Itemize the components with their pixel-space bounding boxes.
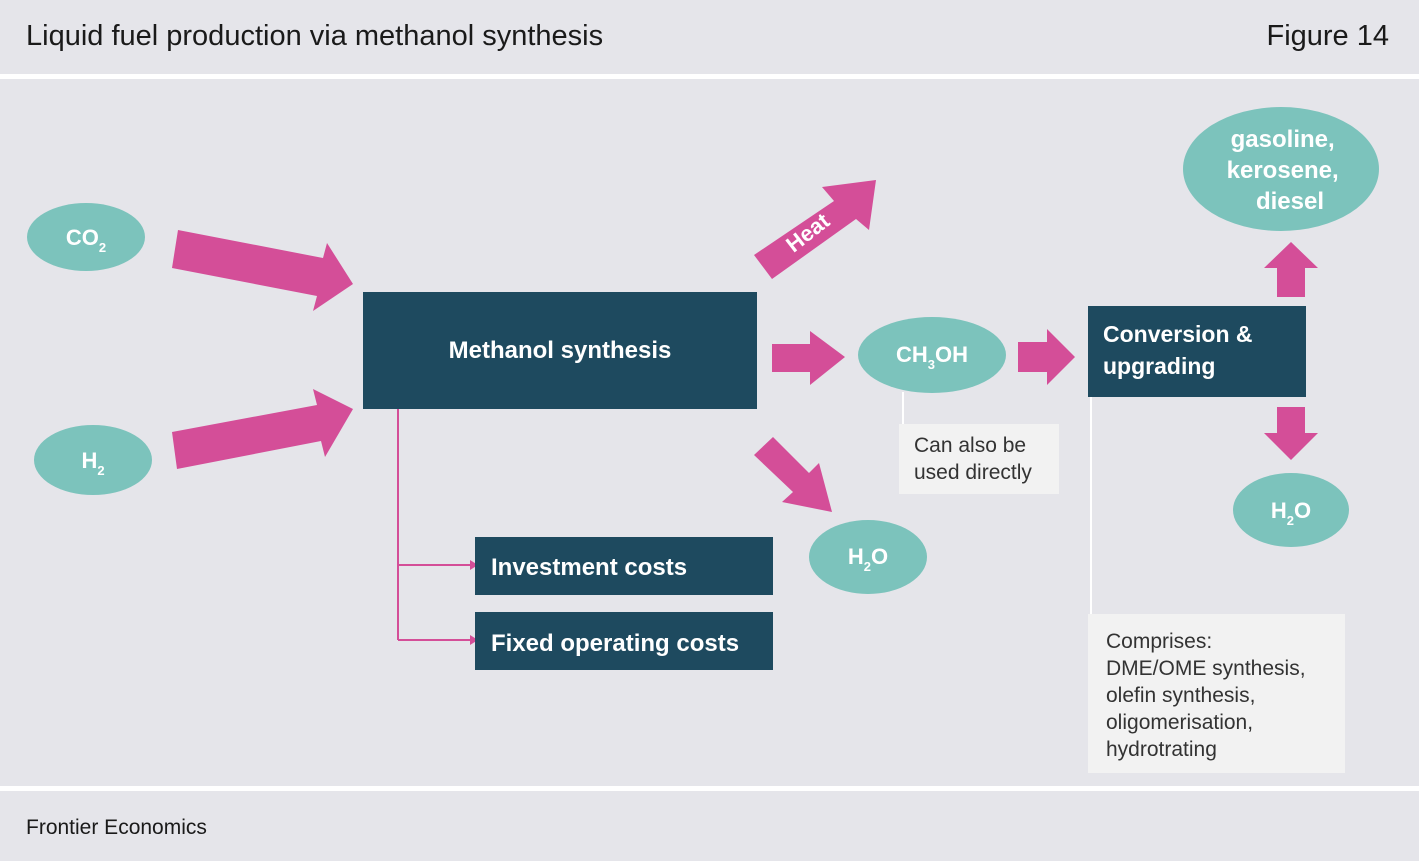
co2-node (27, 203, 145, 271)
cost-connectors (397, 408, 470, 641)
conversion-line2: upgrading (1103, 353, 1215, 379)
comprises-line4: oligomerisation, (1106, 711, 1253, 734)
arrow-co2-to-synthesis (172, 230, 353, 311)
figure-title: Liquid fuel production via methanol synt… (26, 20, 604, 52)
arrow-synthesis-to-ch3oh (772, 331, 845, 385)
source-note: Frontier Economics (26, 816, 207, 839)
h2-node (34, 425, 152, 495)
comprises-note-box (1088, 614, 1345, 773)
products-line2: kerosene, (1227, 157, 1339, 184)
direct-use-line2: used directly (914, 461, 1032, 484)
ch3oh-label-b: OH (935, 342, 968, 367)
products-node (1183, 107, 1379, 231)
svg-text:H2O: H2O (1271, 498, 1311, 528)
svg-text:Conversion & upgrading: Conversion & upgrading (1103, 321, 1259, 379)
ch3oh-label-a: CH (896, 342, 928, 367)
arrow-h2-to-synthesis (172, 389, 353, 469)
svg-text:H2: H2 (81, 448, 104, 478)
arrow-conversion-to-products (1264, 242, 1318, 297)
connector-arrowhead-fixed (470, 635, 478, 645)
svg-text:Comprises: DME/OME synthes: Comprises: DME/OME synthesis, olefin syn… (1106, 630, 1311, 761)
direct-use-note-box (899, 424, 1059, 494)
methanol-synthesis-label: Methanol synthesis (449, 337, 672, 364)
svg-text:gasoline, kerosene, di: gasoline, kerosene, diesel (1227, 126, 1346, 215)
conversion-box (1088, 306, 1306, 397)
h2o-middle-label-b: O (871, 544, 888, 569)
investment-costs-box (475, 537, 773, 595)
h2o-right-node (1233, 473, 1349, 547)
heat-arrow (754, 180, 876, 279)
fixed-operating-costs-box (475, 612, 773, 670)
products-line3: diesel (1256, 188, 1324, 215)
conversion-line1: Conversion & (1103, 321, 1253, 347)
svg-text:Can also be used directly: Can also be used directly (914, 434, 1032, 484)
arrow-conversion-to-h2o (1264, 407, 1318, 460)
products-line1: gasoline, (1231, 126, 1335, 153)
co2-label: CO (66, 225, 99, 250)
arrow-synthesis-to-h2o (754, 437, 832, 512)
direct-use-line1: Can also be (914, 434, 1026, 457)
bottom-divider (0, 786, 1419, 791)
fixed-operating-costs-label: Fixed operating costs (491, 630, 739, 657)
ch3oh-node (858, 317, 1006, 393)
h2o-middle-subscript: 2 (864, 559, 871, 574)
methanol-synthesis-box (363, 292, 757, 409)
h2-label: H (81, 448, 97, 473)
h2o-right-label-a: H (1271, 498, 1287, 523)
h2o-middle-label-a: H (848, 544, 864, 569)
top-divider (0, 74, 1419, 79)
comprises-line5: hydrotrating (1106, 738, 1217, 761)
h2o-right-subscript: 2 (1287, 513, 1294, 528)
h2o-right-label-b: O (1294, 498, 1311, 523)
header: Liquid fuel production via methanol synt… (0, 0, 1419, 74)
svg-text:H2O: H2O (848, 544, 888, 574)
comprises-line2: DME/OME synthesis, (1106, 657, 1306, 680)
h2o-middle-node (809, 520, 927, 594)
svg-text:CH3OH: CH3OH (896, 342, 968, 372)
figure-number: Figure 14 (1266, 20, 1389, 52)
connector-arrowhead-investment (470, 560, 478, 570)
svg-text:CO2: CO2 (66, 225, 106, 255)
co2-subscript: 2 (99, 240, 106, 255)
ch3oh-subscript: 3 (928, 357, 935, 372)
h2-subscript: 2 (97, 463, 104, 478)
investment-costs-label: Investment costs (491, 554, 687, 581)
comprises-line1: Comprises: (1106, 630, 1212, 653)
comprises-line3: olefin synthesis, (1106, 684, 1255, 707)
arrow-ch3oh-to-conversion (1018, 329, 1075, 385)
